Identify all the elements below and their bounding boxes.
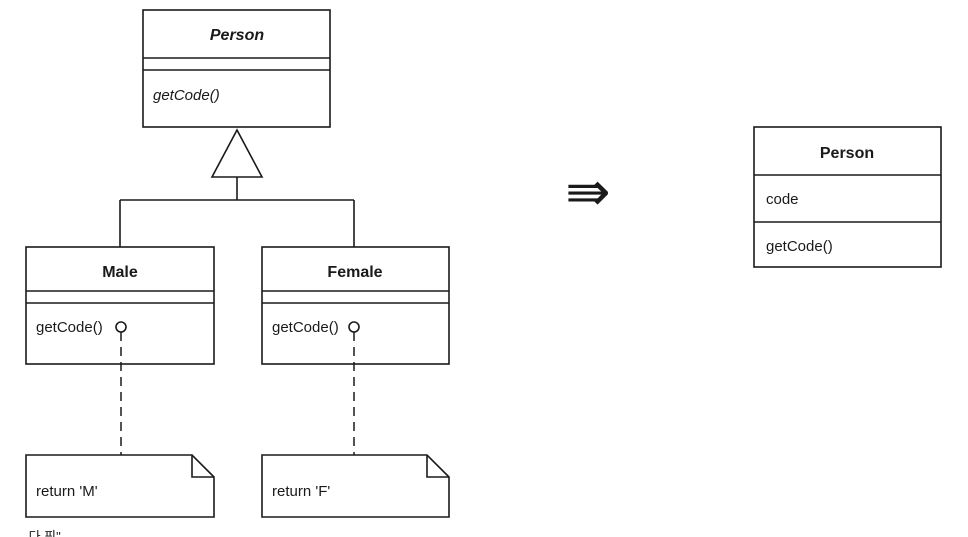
female-note: return 'F' xyxy=(261,454,450,518)
inheritance-triangle xyxy=(210,128,264,178)
female-class: Female getCode() xyxy=(261,246,450,455)
male-note-anchor xyxy=(115,321,127,333)
female-note-text: return 'F' xyxy=(272,483,330,500)
female-note-anchor xyxy=(348,321,360,333)
generalization-connector xyxy=(119,128,355,247)
refactor-arrow-icon: ⇛ xyxy=(565,160,610,223)
male-note: return 'M' xyxy=(25,454,215,518)
male-class: Male getCode() xyxy=(25,246,215,455)
male-operation: getCode() xyxy=(36,319,103,336)
female-operation: getCode() xyxy=(272,319,339,336)
person-class-after: Person code getCode() xyxy=(753,126,942,268)
female-class-name: Female xyxy=(327,264,382,281)
person-abstract-operation: getCode() xyxy=(153,87,220,104)
person-class-name: Person xyxy=(820,145,874,162)
person-abstract-class-name: Person xyxy=(210,27,264,44)
person-abstract-class: Person getCode() xyxy=(142,9,331,128)
male-note-text: return 'M' xyxy=(36,483,98,500)
person-attribute: code xyxy=(766,191,799,208)
footer-fragment: — 다 ᄑᆡ" xyxy=(12,529,61,537)
male-class-name: Male xyxy=(102,264,138,281)
person-operation: getCode() xyxy=(766,238,833,255)
